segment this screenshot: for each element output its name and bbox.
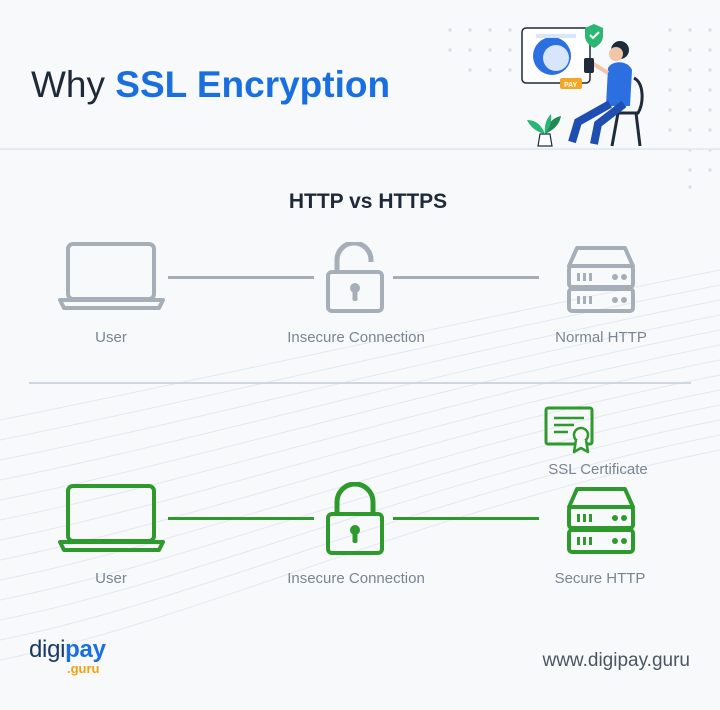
closed-padlock-icon: [326, 482, 384, 555]
brand-sub: .guru: [67, 661, 100, 676]
https-connection-label: Insecure Connection: [287, 570, 425, 587]
hero-illustration: PAY: [521, 24, 644, 147]
https-connection-line-right: [393, 517, 539, 520]
decorative-dot-grid: [448, 28, 712, 189]
header-divider: [0, 148, 720, 150]
title-prefix: Why: [31, 64, 116, 105]
title-accent: SSL Encryption: [115, 64, 391, 105]
brand-main: digi: [29, 636, 66, 663]
server-icon: [567, 246, 635, 313]
http-user-label: User: [95, 329, 127, 346]
page-title: Why SSL Encryption: [31, 64, 390, 106]
laptop-icon: [58, 242, 165, 310]
section-title: HTTP vs HTTPS: [288, 190, 448, 213]
laptop-icon: [58, 484, 165, 552]
http-server-label: Normal HTTP: [555, 329, 647, 346]
http-connection-line-left: [168, 276, 314, 279]
header: Why SSL Encryption PAY: [0, 0, 720, 189]
https-server-label: Secure HTTP: [554, 570, 646, 587]
section-divider: [29, 382, 691, 384]
server-icon: [567, 487, 635, 554]
website-url: www.digipay.guru: [542, 650, 690, 671]
brand-accent: pay: [65, 636, 106, 663]
hero-pay-tag: PAY: [564, 82, 578, 89]
http-connection-line-right: [393, 276, 539, 279]
ssl-certificate-label: SSL Certificate: [548, 461, 648, 478]
certificate-icon: [544, 406, 594, 454]
https-connection-line-left: [168, 517, 314, 520]
brand-logo: digipay .guru: [29, 636, 119, 686]
open-padlock-icon: [326, 242, 384, 313]
http-connection-label: Insecure Connection: [287, 329, 425, 346]
https-user-label: User: [95, 570, 127, 587]
